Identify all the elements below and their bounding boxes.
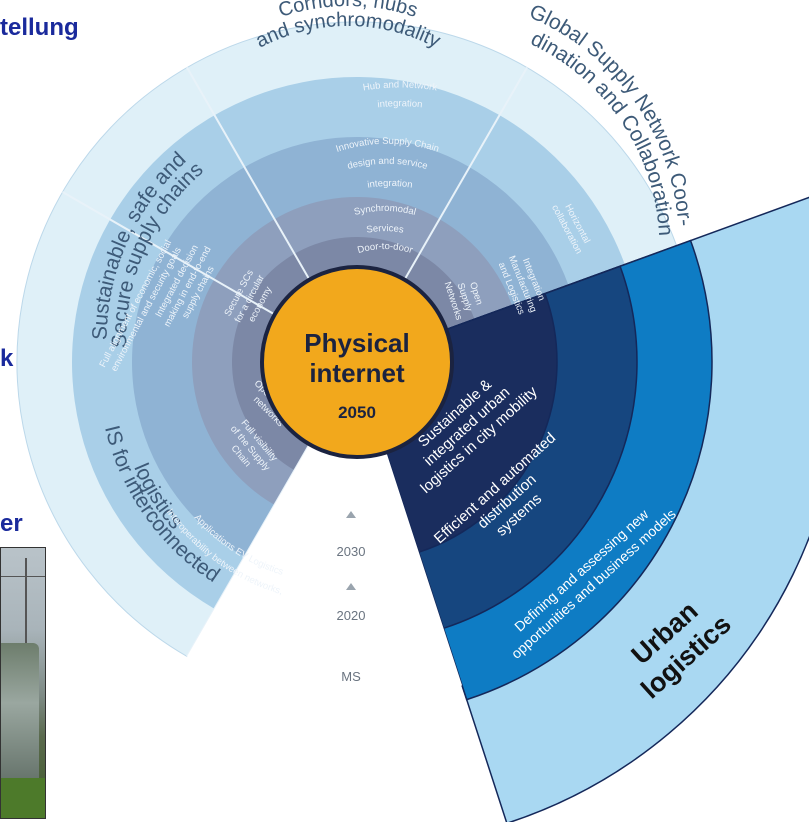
- label-synchromodal: Services: [366, 223, 405, 236]
- timeline-year: 2020: [337, 608, 366, 623]
- slide-text-fragment: k: [0, 345, 14, 372]
- timeline-arrow: [346, 511, 356, 518]
- label-synchromodal: Synchromodal: [353, 203, 417, 218]
- timeline-arrow: [346, 583, 356, 590]
- label-hub-network: integration: [377, 98, 423, 110]
- label-innovative: design and service: [346, 156, 428, 172]
- segment-divider: [186, 67, 311, 281]
- center-title: Physical: [304, 328, 410, 358]
- slide-text-fragment: er: [0, 510, 23, 537]
- segment-divider: [403, 67, 528, 281]
- label-hub-network: Hub and Network: [362, 79, 438, 93]
- tram-photo: [0, 547, 46, 819]
- center-year: 2050: [338, 403, 376, 422]
- timeline-milestone: MS: [341, 669, 361, 684]
- center-title: internet: [309, 358, 405, 388]
- label-synchromodal: Door-to-door: [356, 241, 414, 256]
- segment-divider: [62, 191, 276, 316]
- label-innovative: integration: [367, 178, 414, 191]
- slide-title-fragment: tellung: [0, 14, 79, 41]
- timeline-year: 2030: [337, 544, 366, 559]
- timeline-gap: [187, 362, 463, 703]
- physical-internet-hub: [260, 265, 454, 459]
